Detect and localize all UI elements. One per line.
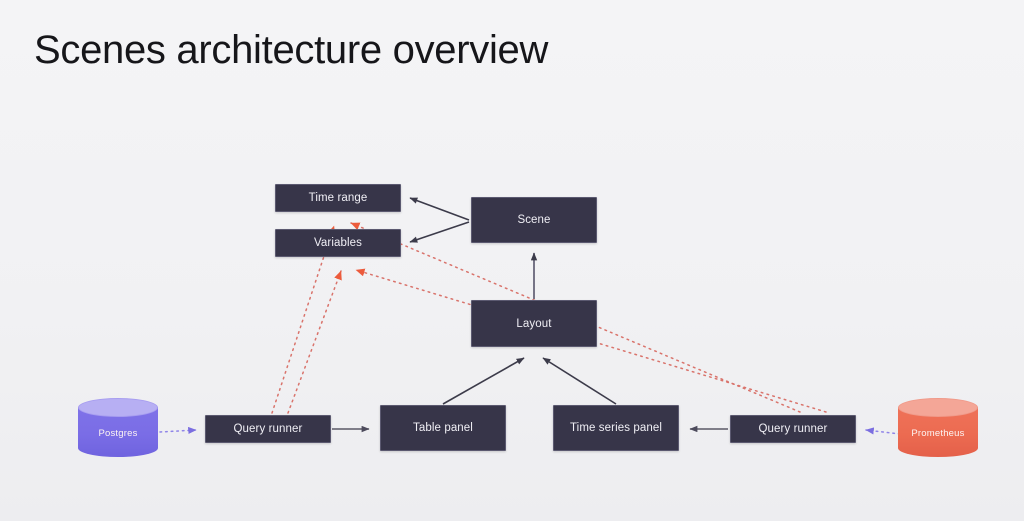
node-time-range[interactable]: Time range	[275, 184, 401, 212]
node-label: Scene	[517, 214, 551, 226]
node-label: Query runner	[758, 423, 828, 435]
edge-scene-to-time-range	[409, 197, 470, 221]
node-label: Time series panel	[569, 422, 663, 434]
node-label: Query runner	[233, 423, 303, 435]
node-layout[interactable]: Layout	[471, 300, 597, 347]
cylinder-top-icon	[898, 398, 978, 417]
node-time-series-panel[interactable]: Time series panel	[553, 405, 679, 451]
node-label: Postgres	[98, 428, 138, 439]
edge-time-series-panel-to-layout	[542, 357, 617, 405]
node-prometheus-datasource[interactable]: Prometheus	[898, 398, 978, 458]
page-title: Scenes architecture overview	[34, 28, 549, 72]
node-label: Variables	[314, 237, 362, 249]
edge-query-runner-left-to-time-range	[271, 225, 336, 414]
node-label: Time range	[308, 192, 368, 204]
edge-postgres-to-query-runner-left	[159, 426, 197, 435]
node-variables[interactable]: Variables	[275, 229, 401, 257]
edge-query-runner-left-to-variables	[287, 270, 342, 414]
node-postgres-datasource[interactable]: Postgres	[78, 398, 158, 458]
edge-scene-to-variables	[409, 221, 470, 243]
edge-table-panel-to-layout	[442, 357, 525, 405]
node-label: Table panel	[413, 422, 473, 434]
node-label: Layout	[516, 317, 552, 330]
node-query-runner-right[interactable]: Query runner	[730, 415, 856, 443]
cylinder-top-icon	[78, 398, 158, 417]
node-query-runner-left[interactable]: Query runner	[205, 415, 331, 443]
edge-prometheus-to-query-runner-right	[865, 427, 901, 435]
node-label: Prometheus	[911, 428, 965, 439]
node-scene[interactable]: Scene	[471, 197, 597, 243]
node-table-panel[interactable]: Table panel	[380, 405, 506, 451]
